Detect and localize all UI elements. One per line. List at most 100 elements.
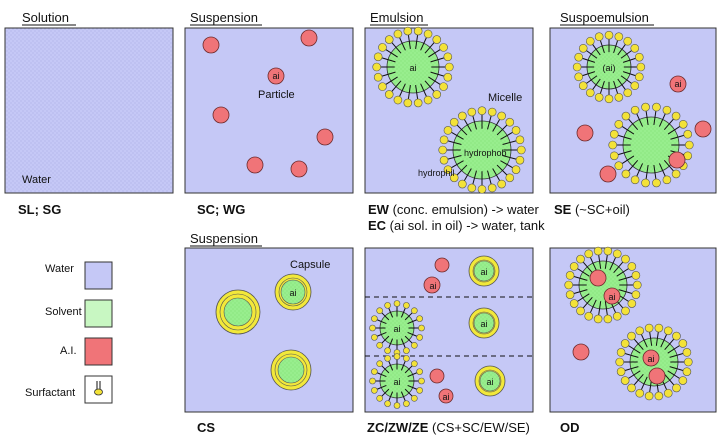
surfactant-head [373, 52, 383, 62]
surfactant-tail [496, 164, 508, 176]
surfactant-head [432, 35, 442, 44]
panel-capsule-suspension: Suspension ai Capsule CS [184, 231, 354, 435]
surfactant-head [515, 135, 525, 145]
surfactant-tail [404, 335, 413, 344]
surfactant-tail [391, 80, 402, 92]
surfactant-tail [669, 366, 684, 372]
surfactant-head [593, 314, 603, 324]
surfactant-head [384, 35, 394, 44]
surfactant-head [576, 254, 585, 264]
surfactant-tail [381, 388, 390, 397]
surfactant-head [565, 271, 575, 280]
surfactant-head [623, 88, 633, 98]
panel-od: ai ai OD [549, 246, 717, 435]
surfactant-head [678, 339, 688, 348]
surfactant-head [511, 165, 521, 174]
surfactant-head [443, 72, 453, 82]
surfactant-head [584, 249, 594, 259]
surfactant-head [682, 348, 692, 357]
surfactant-tail [655, 331, 659, 346]
surfactant-head [604, 94, 614, 104]
surfactant-tail [613, 40, 619, 54]
surfactant-tail [624, 366, 639, 372]
capsule-ai-label: ai [289, 288, 296, 298]
surfactant-head [413, 26, 423, 36]
legend-solvent-label: Solvent [45, 306, 82, 318]
surfactant-tail [407, 319, 418, 325]
surfactant-tail [456, 124, 468, 136]
surfactant-tail [447, 140, 462, 145]
capsule-box [184, 247, 354, 413]
desc-ec: (ai sol. in oil) -> water, tank [386, 218, 545, 233]
code-ec: EC [368, 218, 387, 233]
code-cs: CS [197, 420, 215, 435]
surfactant-tail [577, 293, 590, 302]
surfactant-head [652, 102, 661, 112]
surfactant-head [608, 140, 618, 150]
code-se: SE [554, 202, 572, 217]
hydrophil-label: hydrophil [418, 168, 455, 178]
surfactant-tail [582, 57, 596, 63]
od-ai-label: ai [647, 354, 654, 364]
capsule-core [473, 312, 495, 334]
surfactant-tail [573, 275, 588, 281]
mixed-ai-label: ai [429, 281, 436, 291]
surfactant-tail [381, 57, 396, 63]
od-upper-ai-label: ai [608, 292, 615, 302]
surfactant-tail [381, 365, 390, 374]
surfactant-head [443, 126, 453, 135]
code-ew: EW [368, 202, 390, 217]
surfactant-tail [670, 134, 685, 140]
surfactant-head [564, 280, 574, 290]
od-content: ai [564, 246, 693, 401]
surfactant-head [683, 357, 693, 367]
surfactant-tail [636, 113, 644, 127]
surfactant-head [432, 90, 442, 99]
surfactant-tail [599, 40, 605, 54]
surfactant-head [585, 88, 595, 98]
ai-particle [212, 106, 230, 124]
surfactant-head [403, 302, 410, 309]
surfactant-tail [463, 168, 472, 181]
surfactant-tail [645, 110, 649, 125]
ai-particle [429, 368, 445, 384]
code-od: OD [560, 420, 580, 435]
surfactant-tail [407, 384, 418, 390]
surfactant-head [423, 95, 433, 105]
mixed-ai-label: ai [393, 324, 400, 334]
surfactant-head [574, 52, 584, 62]
capsule-items [215, 273, 312, 391]
surfactant-head [418, 324, 425, 332]
surfactant-tail [420, 83, 427, 97]
surfactant-tail [420, 37, 427, 51]
surfactant-tail [388, 391, 394, 402]
surfactant-head [403, 347, 410, 354]
capsule-core [223, 297, 253, 327]
panel-suspension: Suspension ai Particle SC; WG [184, 10, 354, 217]
surfactant-head [439, 82, 448, 91]
surfactant-tail [664, 338, 675, 351]
ai-particle [599, 165, 617, 183]
surfactant-head [635, 326, 645, 336]
surfactant-head [376, 342, 383, 349]
surfactant-tail [586, 50, 598, 59]
legend-ai-swatch [84, 337, 113, 366]
mixed-description: ZC/ZW/ZE (CS+SC/EW/SE) [367, 420, 530, 435]
surfactant-head [439, 43, 448, 52]
ai-particle [572, 343, 590, 361]
surfactant-tail [618, 275, 633, 281]
surfactant-tail [502, 140, 517, 145]
surfactant-head [576, 306, 585, 316]
surfactant-tail [660, 334, 668, 348]
surfactant-tail [586, 75, 598, 84]
surfactant-tail [604, 301, 608, 316]
surfactant-head [511, 126, 521, 135]
surfactant-tail [640, 334, 648, 348]
surfactant-head [662, 175, 672, 185]
ai-particle [423, 276, 441, 294]
surfactant-head [515, 155, 525, 165]
surfactant-head [458, 111, 467, 121]
surfactant-head [497, 111, 506, 121]
